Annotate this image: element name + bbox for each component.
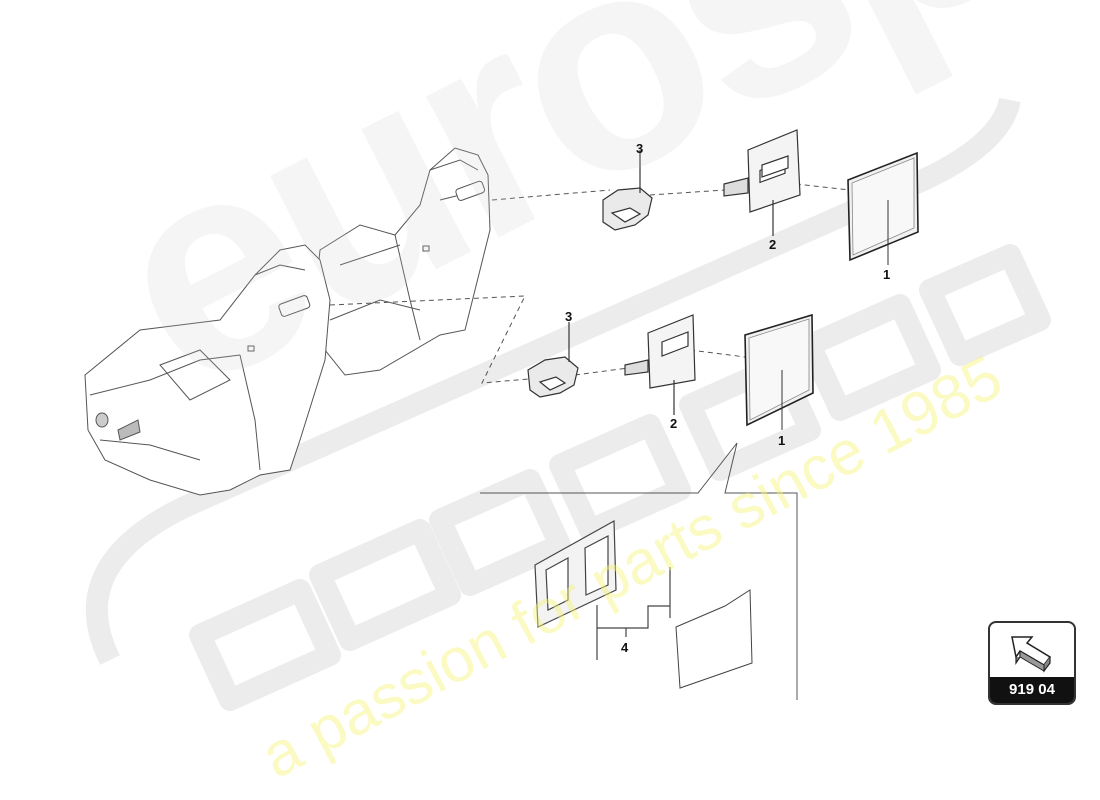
seat-rear-right (314, 147, 491, 376)
callout-2-top[interactable]: 2 (769, 237, 777, 252)
dashed-leader-lines (329, 179, 851, 384)
part-2-monitor-bottom (624, 314, 696, 415)
badge-code: 919 04 (990, 677, 1074, 703)
part-4-pins (596, 567, 671, 660)
part-1-screen-bottom (744, 313, 814, 430)
callout-1-top[interactable]: 1 (883, 267, 891, 282)
callout-3-bottom[interactable]: 3 (565, 309, 573, 324)
detail-frame-bracket (534, 519, 617, 628)
part-3-bracket-top (602, 150, 653, 231)
part-2-monitor-top (723, 129, 801, 236)
callout-3-top[interactable]: 3 (636, 141, 644, 156)
callout-4[interactable]: 4 (621, 640, 629, 655)
detail-plate (675, 589, 753, 689)
part-1-screen-top (847, 151, 919, 265)
seat-rear-left (84, 244, 331, 496)
page-reference-badge[interactable]: 919 04 (988, 621, 1076, 705)
callout-2-bottom[interactable]: 2 (670, 416, 678, 431)
callout-1-bottom[interactable]: 1 (778, 433, 786, 448)
arrow-pointer-icon (990, 623, 1074, 679)
detail-frame (480, 442, 798, 700)
part-3-bracket-bottom (527, 322, 579, 398)
